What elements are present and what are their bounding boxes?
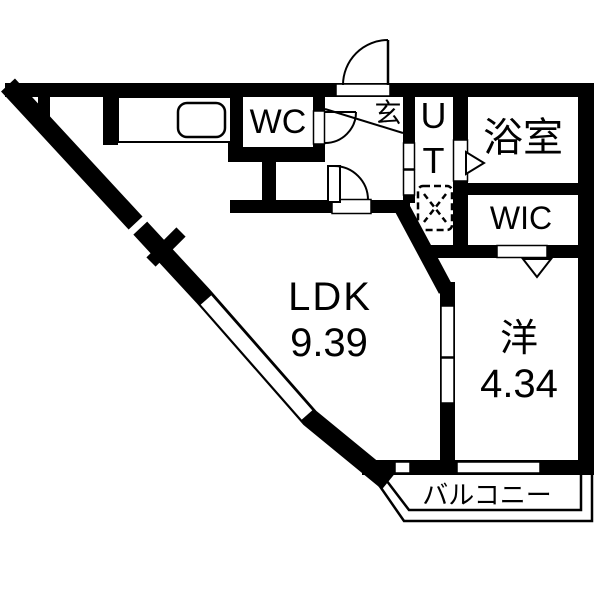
- diagonal-wall: [1, 78, 395, 490]
- room-area-western: 4.34: [480, 362, 558, 406]
- window-western: [456, 461, 541, 474]
- top-wall: [5, 83, 594, 97]
- right-wall: [578, 83, 594, 475]
- wall-break: [127, 215, 149, 236]
- hall-door-swing: [327, 165, 369, 203]
- wc-door-swing: [324, 111, 357, 144]
- window-ldk: [394, 461, 411, 474]
- sliding-door-ldk-western: [440, 305, 455, 358]
- room-label-balcony: バルコニー: [422, 480, 552, 510]
- kitchen-counter: [117, 96, 232, 143]
- hall-bottom-wall: [230, 200, 410, 213]
- sliding-door-ldk-western-2: [440, 357, 455, 404]
- hall-door-arc: [333, 165, 369, 201]
- bath-wic-wall: [453, 183, 578, 195]
- balcony-outline: [368, 471, 594, 523]
- openings: [312, 110, 548, 474]
- interior-walls: [38, 97, 578, 460]
- sliding-door-hall-ut: [402, 142, 416, 170]
- entrance-threshold: [335, 83, 391, 97]
- hall-inner-diagonal-wall: [393, 202, 454, 294]
- room-label-wic: WIC: [489, 200, 553, 236]
- left-stub-wall: [38, 97, 50, 119]
- niche-stub-wall: [262, 162, 276, 208]
- wc-doorway: [312, 110, 326, 145]
- room-label-ut: UT: [413, 95, 454, 185]
- wic-door-triangle-icon: [520, 258, 554, 279]
- room-area-ldk: 9.39: [290, 321, 368, 365]
- room-label-bathroom: 浴室: [483, 116, 563, 160]
- hall-door-leaf: [327, 165, 341, 203]
- sliding-door-hall-ut-2: [402, 169, 416, 196]
- window-diagonal: [200, 295, 313, 420]
- bath-door-triangle-icon: [465, 150, 486, 176]
- wc-bottom-wall: [228, 147, 325, 162]
- room-label-entrance: 玄: [374, 98, 402, 129]
- hall-doorway: [331, 198, 372, 215]
- room-label-western: 洋: [499, 318, 539, 360]
- wic-doorway: [496, 244, 548, 259]
- entrance-door-swing: [335, 39, 391, 97]
- kitchen-left-wall: [103, 97, 118, 145]
- party-wall-tick: [146, 227, 186, 267]
- wc-door-arc: [324, 111, 357, 144]
- washer-pan-icon: [416, 184, 454, 232]
- entrance-door-arc: [342, 39, 389, 86]
- room-label-wc: WC: [249, 103, 307, 141]
- kitchen-sink-icon: [176, 101, 227, 139]
- room-label-ldk: LDK: [288, 275, 372, 319]
- hall-step-line: [324, 108, 404, 134]
